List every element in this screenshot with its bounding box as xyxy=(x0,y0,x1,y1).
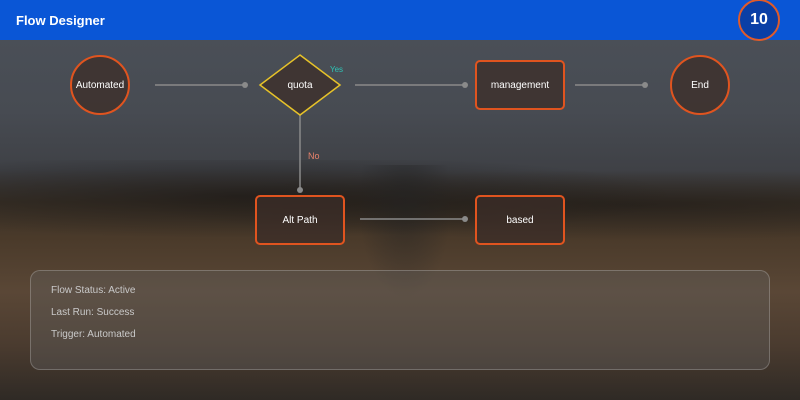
connector-dot xyxy=(242,82,248,88)
background-photo xyxy=(0,40,800,400)
node-end[interactable]: End xyxy=(670,55,730,115)
node-automated[interactable]: Automated xyxy=(70,55,130,115)
app-title: Flow Designer xyxy=(16,12,105,28)
notification-counter-badge[interactable]: 10 xyxy=(738,0,780,41)
connector-dot xyxy=(297,187,303,193)
trigger-text: Trigger: Automated xyxy=(51,329,136,340)
decision-node-shape xyxy=(258,54,342,116)
edge-label-yes: Yes xyxy=(330,65,344,74)
node-management[interactable]: management xyxy=(475,60,565,110)
node-based[interactable]: based xyxy=(475,195,565,245)
connector-dot xyxy=(462,82,468,88)
connector-dot xyxy=(642,82,648,88)
connector-dot xyxy=(462,216,468,222)
flow-status-text: Flow Status: Active xyxy=(51,285,136,296)
edge-label-no: No xyxy=(308,151,320,161)
app-header: Flow Designer xyxy=(0,0,800,40)
node-quota[interactable]: quota xyxy=(287,79,313,91)
flow-status-panel: Flow Status: Active Last Run: Success Tr… xyxy=(30,270,770,370)
node-alt-path[interactable]: Alt Path xyxy=(255,195,345,245)
last-run-text: Last Run: Success xyxy=(51,307,135,318)
